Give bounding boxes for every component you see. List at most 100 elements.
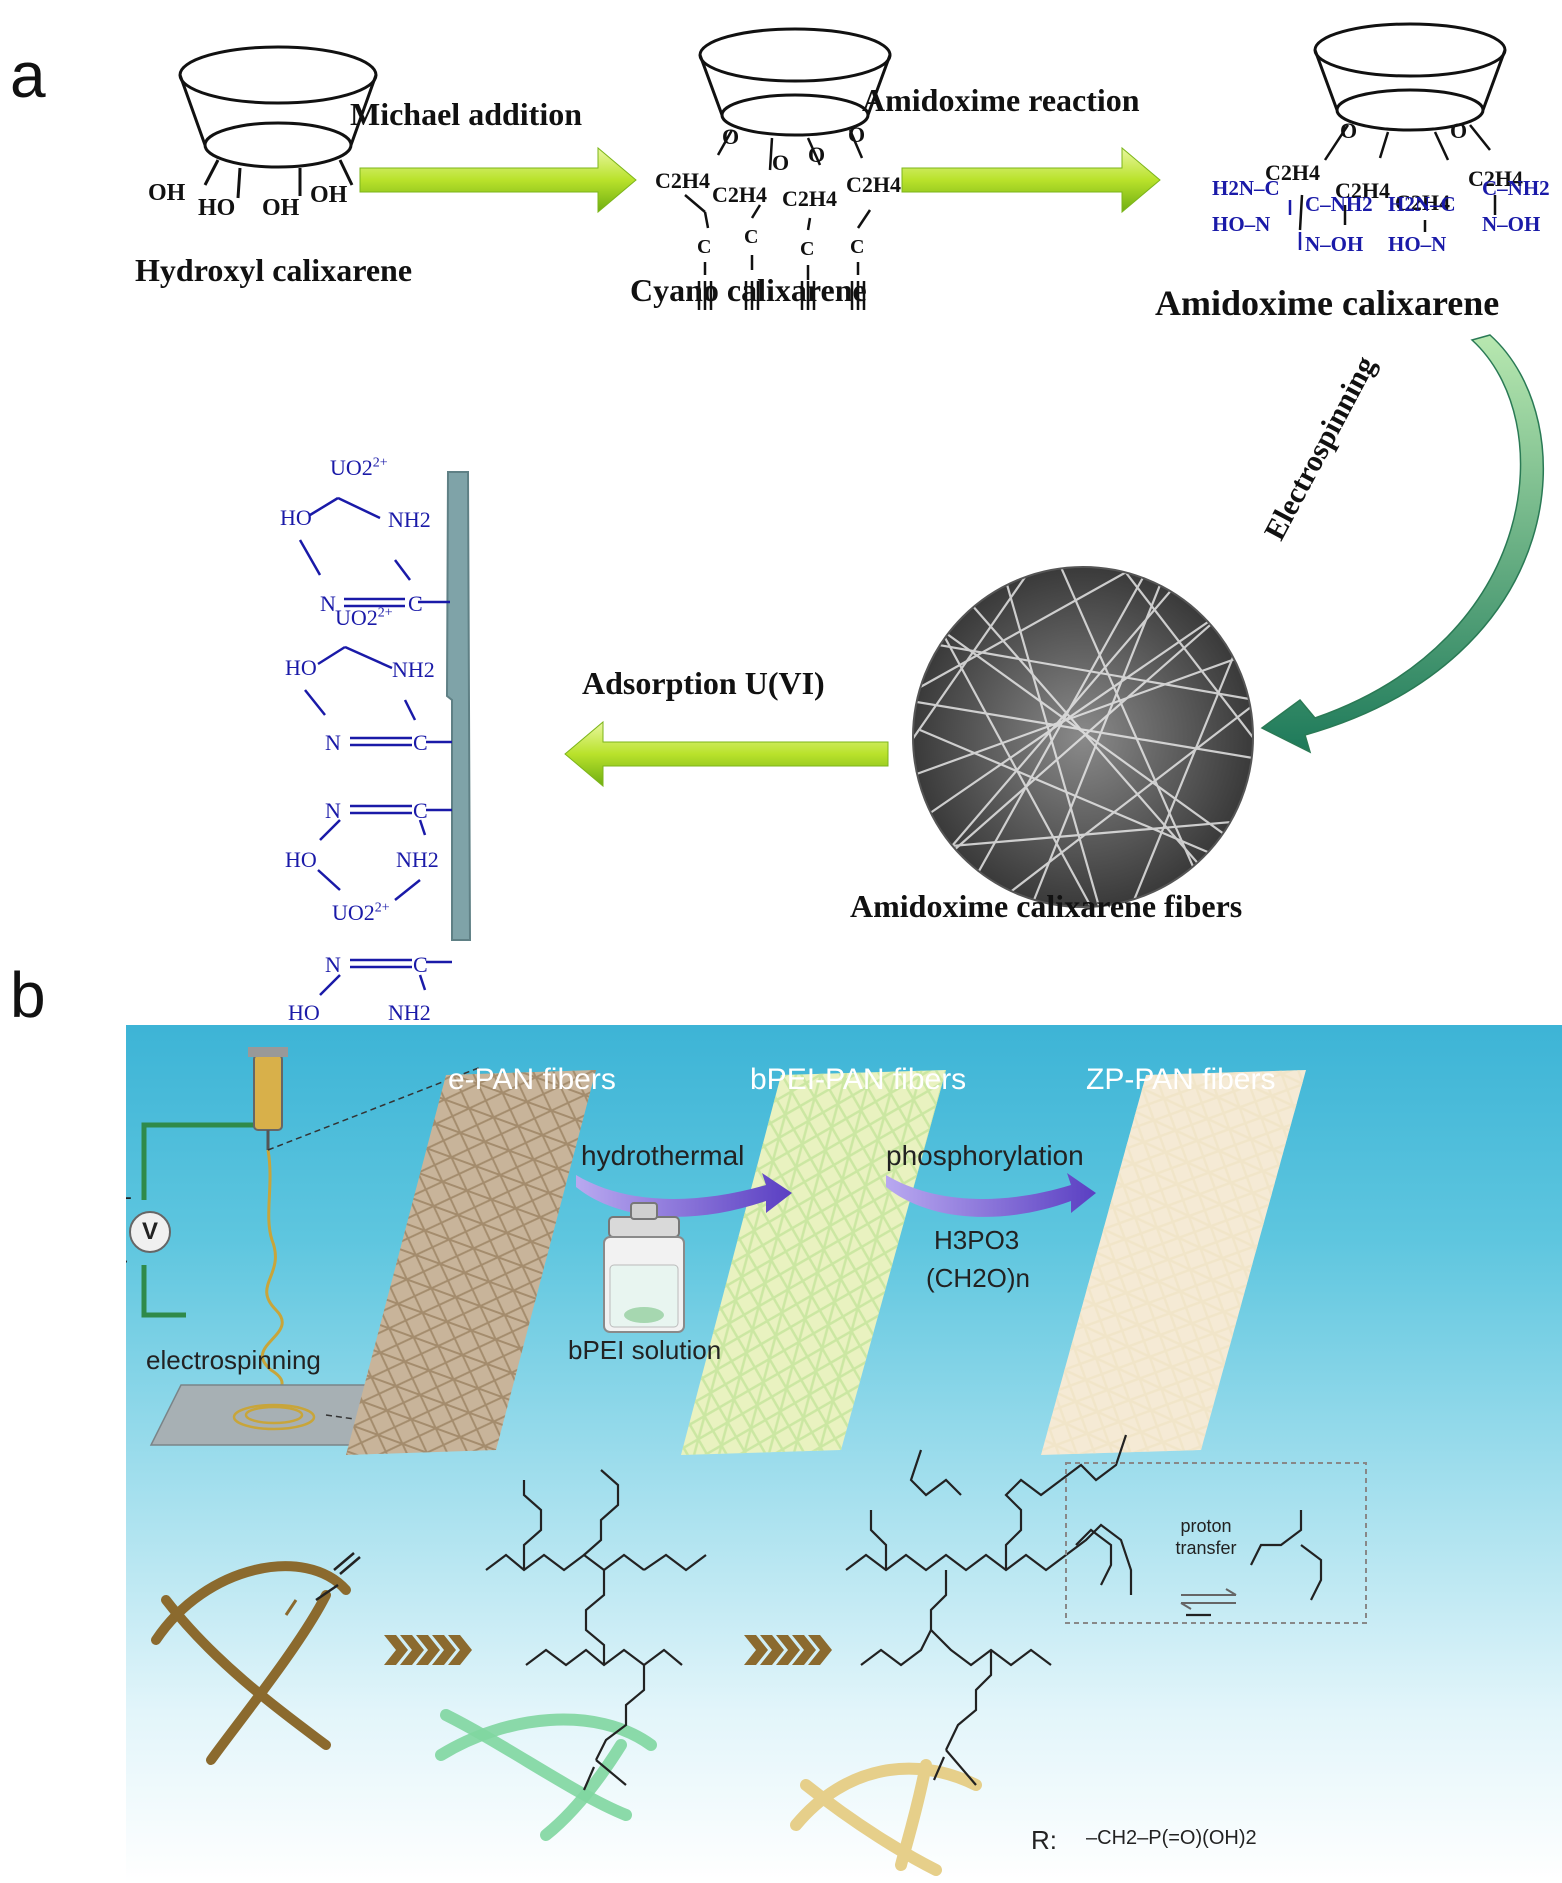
step-amidoxime-label: Amidoxime reaction [862,82,1140,118]
uranyl-charge: 2+ [377,605,393,621]
ethylene-chain: C2H4 [846,172,901,197]
panel-b-diagram [129,1047,1367,1876]
arrow-amidoxime [901,146,1161,214]
arrow-michael [359,146,637,214]
compound-amidoxime-label: Amidoxime calixarene [1155,283,1500,323]
zp-structure [845,1434,1211,1786]
uranyl-ion: UO2 [332,900,375,925]
calixarene-cone-2 [698,27,892,137]
ether-oxygen: O [1450,118,1468,143]
process-electrospinning-label: electrospinning [146,1345,321,1375]
ethylene-chain: C2H4 [1468,166,1523,191]
imine-label: N [320,591,336,616]
arrow-hydrothermal [576,1173,792,1217]
fiber-bpei-label: bPEI-PAN fibers [750,1063,967,1096]
step-michael-label: Michael addition [350,96,583,132]
chevron-arrows-1 [384,1635,472,1665]
fiber-zp-label: ZP-PAN fibers [1086,1063,1276,1096]
uranyl-complex: UO22+ HO NH2 N C UO22+ HO NH2 N C N C HO… [270,455,450,1055]
ethylene-chain: C2H4 [1395,190,1450,215]
ether-oxygen: O [772,150,790,175]
ether-oxygen: O [848,122,866,147]
zp-fiber [790,1762,982,1831]
amine-label: NH2 [392,657,435,682]
fiber-epan-label: e-PAN fibers [448,1063,616,1096]
panel-a-diagram [178,22,1545,996]
amidoxime-group: C–NH2 [1482,176,1550,200]
carbon-label: C [413,952,428,977]
uranyl-ion: UO2 [335,605,378,630]
hydroxyl-label: HO [285,655,317,680]
negative-terminal: - [126,1247,128,1275]
r-group-label: R: [1031,1825,1057,1855]
imine-label: N [325,730,341,755]
solution-jar-icon [603,1202,685,1333]
equilibrium-arrows [1180,1588,1237,1610]
step-hydrothermal-label: hydrothermal [581,1140,745,1171]
hydroxyl-group: OH [262,195,300,221]
panel-b: e-PAN fibers bPEI-PAN fibers ZP-PAN fibe… [126,1025,1562,1883]
solution-label: bPEI solution [568,1335,722,1365]
electrospinning-setup [129,1047,482,1446]
voltage-source-icon [129,1211,171,1253]
compound-cyano-label: Cyano calixarene [630,272,867,308]
nitrile-carbon: C [697,236,712,258]
fiber-strand [445,471,472,941]
ether-oxygen: O [1340,118,1358,143]
r-group-structure: –CH2–P(=O)(OH)2 [1086,1827,1257,1849]
imine-label: N [325,952,341,977]
compound-hydroxyl-label: Hydroxyl calixarene [135,252,413,288]
nitrile-carbon: C [800,238,815,260]
hydroxyl-label: HO [285,847,317,872]
reagent-paraformaldehyde: (CH2O)n [926,1263,1031,1293]
arrow-adsorption [564,720,889,788]
ether-oxygen: O [722,124,740,149]
proton-transfer-label: proton transfer [1175,1516,1237,1558]
bpei-fiber [435,1713,657,1761]
arrow-phosphorylation [886,1173,1096,1217]
positive-terminal: + [126,1185,132,1213]
amidoxime-group: N–OH [1305,232,1364,256]
ethylene-chain: C2H4 [712,182,767,207]
carbon-label: C [413,798,428,823]
amidoxime-group: HO–N [1388,232,1447,256]
amidoxime-group: H2N–C [1212,176,1280,200]
uranyl-charge: 2+ [374,900,390,916]
hydroxyl-group: OH [310,182,348,208]
uranyl-ion: UO2 [330,455,373,480]
arrow-electrospinning [1260,334,1545,754]
ethylene-chain: C2H4 [1335,178,1390,203]
proton-transfer-box [1065,1462,1367,1624]
polymer-jet [258,1149,284,1422]
ethylene-chain: C2H4 [655,168,710,193]
amidoxime-group: N–OH [1482,212,1541,236]
nitrile-carbon: C [744,226,759,248]
bpei-structure [485,1469,707,1791]
fibers-label: Amidoxime calixarene fibers [850,888,1243,924]
chevron-arrows-2 [744,1635,832,1665]
hydroxyl-group: OH [148,180,186,206]
amidoxime-group: C–NH2 [1305,192,1373,216]
ethylene-chain: C2H4 [782,186,837,211]
amine-label: NH2 [388,507,431,532]
ethylene-chain: C2H4 [1265,160,1320,185]
step-phosphorylation-label: phosphorylation [886,1140,1084,1171]
panel-b-letter: b [10,959,46,1031]
voltage-label: V [142,1218,159,1245]
amine-label: NH2 [396,847,439,872]
amine-label: NH2 [388,1000,431,1025]
calixarene-cone-3 [1313,22,1507,132]
calixarene-cone-1 [178,45,378,199]
amidoxime-group: HO–N [1212,212,1271,236]
reagent-phosphorous-acid: H3PO3 [934,1225,1020,1255]
panel-a-letter: a [10,39,46,111]
hydroxyl-label: HO [288,1000,320,1025]
sem-fiber-image [912,566,1254,908]
step-adsorption-label: Adsorption U(VI) [582,665,825,701]
syringe-icon [253,1054,283,1131]
ether-oxygen: O [808,142,826,167]
uranyl-charge: 2+ [372,455,388,471]
carbon-label: C [413,730,428,755]
nitrile-carbon: C [850,236,865,258]
imine-label: N [325,798,341,823]
